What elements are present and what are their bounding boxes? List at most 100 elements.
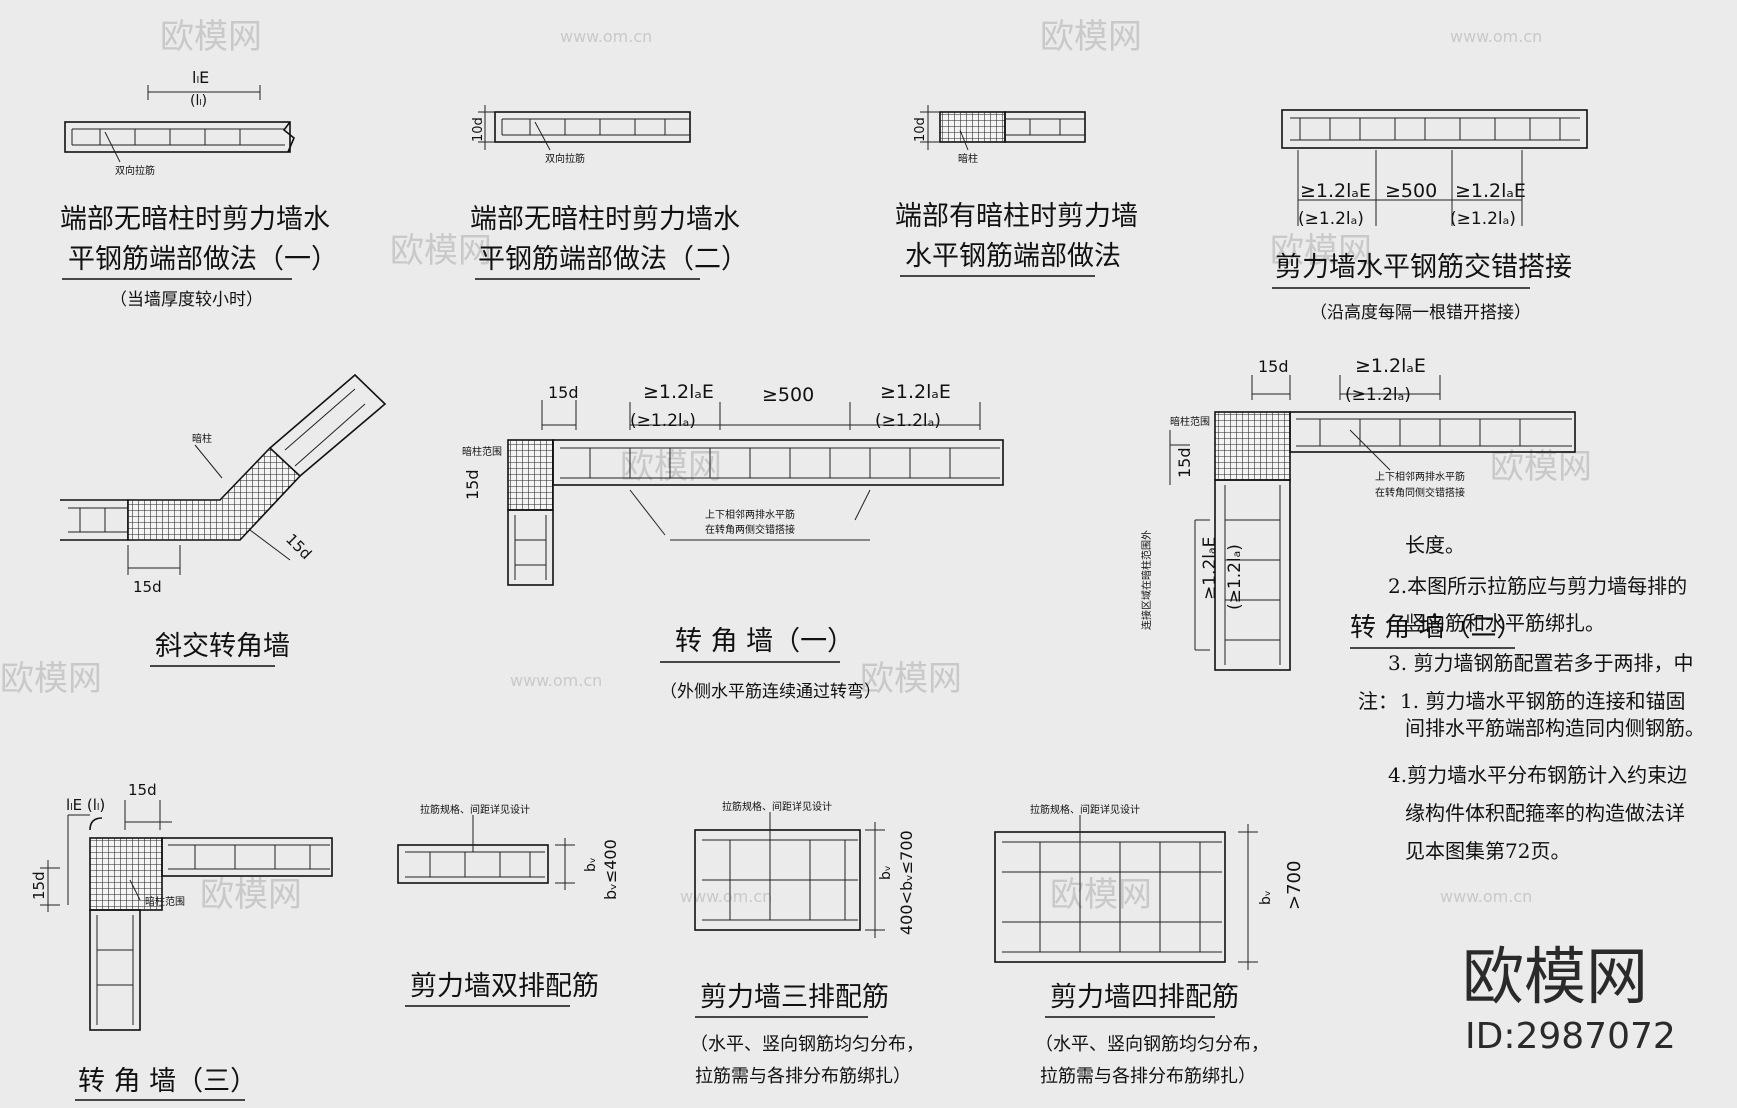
dim-bw: bᵥ — [583, 857, 599, 872]
watermark-brand: 欧模网 — [1270, 231, 1372, 271]
watermark-site: www.om.cn — [1450, 27, 1542, 46]
dim-lle: lₗE (lₗ) — [66, 796, 105, 814]
title: 转 角 墙（三） — [78, 1066, 257, 1097]
diagram-quad-row: 拉筋规格、间距详见设计 bᵥ >700 剪力墙四排配筋 （水平、竖向钢筋均匀分布… — [994, 803, 1305, 1087]
title-line1: 端部无暗柱时剪力墙水 — [60, 204, 330, 235]
dim-range: bᵥ≤400 — [601, 839, 620, 900]
note-line-3: 竖向筋和水平筋绑扎。 — [1405, 611, 1605, 635]
dim-b: ≥500 — [1385, 180, 1437, 202]
note-line-0: 1. 剪力墙水平钢筋的连接和锚固 — [1400, 689, 1685, 713]
diagram-corner-wall-2: 15d ≥1.2lₐE (≥1.2lₐ) 15d ≥1.2lₐE (≥1.2lₐ… — [1140, 355, 1576, 671]
callout-tie: 双向拉筋 — [545, 152, 585, 165]
watermark-site: www.om.cn — [680, 887, 772, 906]
title-line2: 水平钢筋端部做法 — [905, 241, 1121, 272]
diagram-double-row: 拉筋规格、间距详见设计 bᵥ bᵥ≤400 剪力墙双排配筋 — [397, 803, 620, 1007]
note-line-7: 缘构件体积配箍率的构造做法详 — [1405, 801, 1685, 825]
dim-b: ≥500 — [762, 384, 814, 406]
callout-column: 暗柱范围 — [462, 445, 502, 458]
diagram-oblique-corner: 暗柱 15d 15d 斜交转角墙 — [60, 373, 387, 667]
note-line-2: 2.本图所示拉筋应与剪力墙每排的 — [1388, 574, 1687, 598]
title: 斜交转角墙 — [155, 631, 290, 662]
callout-lap-2: 在转角同侧交错搭接 — [1375, 486, 1465, 499]
brand-logo: 欧模网 — [1462, 940, 1648, 1013]
dim-a: ≥1.2lₐE — [643, 381, 714, 403]
watermark-brand: 欧模网 — [860, 659, 962, 699]
callout-column: 暗柱范围 — [145, 895, 185, 908]
callout-lap-2: 在转角两侧交错搭接 — [705, 523, 795, 536]
watermark-layer: 欧模网 www.om.cn 欧模网 www.om.cn 欧模网 欧模网 欧模网 … — [0, 17, 1592, 915]
dim-bw: bᵥ — [1258, 890, 1274, 905]
title-line2: 平钢筋端部做法（一） — [68, 244, 338, 275]
callout-lap-1: 上下相邻两排水平筋 — [705, 508, 795, 521]
dim-v2: (≥1.2lₐ) — [1225, 544, 1245, 610]
diagram-corner-wall-1: 15d 15d ≥1.2lₐE (≥1.2lₐ) ≥500 ≥1.2lₐE (≥… — [462, 381, 1004, 702]
dim-a2: (≥1.2lₐ) — [1345, 385, 1411, 405]
title-note: （沿高度每隔一根错开搭接） — [1310, 303, 1531, 323]
callout-tie: 拉筋规格、间距详见设计 — [420, 803, 530, 816]
dim-10d: 10d — [913, 117, 928, 142]
dim-15d-top: 15d — [1258, 357, 1289, 376]
title-line2: 平钢筋端部做法（二） — [478, 244, 748, 275]
note-2: 拉筋需与各排分布筋绑扎） — [1040, 1066, 1256, 1087]
callout-tie: 拉筋规格、间距详见设计 — [1030, 803, 1140, 816]
brand-stamp: 欧模网 ID:2987072 — [1462, 940, 1676, 1057]
dim-15d-side: 15d — [30, 871, 48, 900]
note-1: （水平、竖向钢筋均匀分布， — [690, 1034, 924, 1055]
notes-prefix: 注： — [1358, 689, 1398, 713]
callout-column: 暗柱范围 — [1170, 415, 1210, 428]
title-line1: 端部无暗柱时剪力墙水 — [470, 204, 740, 235]
title-note: （当墙厚度较小时） — [110, 290, 263, 310]
callout-tie: 拉筋规格、间距详见设计 — [722, 800, 832, 813]
callout-column: 暗柱 — [192, 432, 212, 445]
note-line-8: 见本图集第72页。 — [1405, 839, 1570, 863]
title: 剪力墙水平钢筋交错搭接 — [1275, 252, 1572, 283]
note-2: 拉筋需与各排分布筋绑扎） — [695, 1066, 911, 1087]
watermark-site: www.om.cn — [1440, 887, 1532, 906]
dim-15d-side: 15d — [463, 469, 482, 500]
title-line1: 端部有暗柱时剪力墙 — [895, 201, 1138, 232]
dim-a: ≥1.2lₐE — [1355, 355, 1426, 377]
title: 剪力墙四排配筋 — [1050, 982, 1239, 1013]
note-line-4: 3. 剪力墙钢筋配置若多于两排，中 — [1388, 651, 1693, 675]
watermark-brand: 欧模网 — [200, 875, 302, 915]
watermark-brand: 欧模网 — [1050, 875, 1152, 915]
notes-block: 注： 1. 剪力墙水平钢筋的连接和锚固 长度。 2.本图所示拉筋应与剪力墙每排的… — [1358, 533, 1705, 863]
dim-a2: (≥1.2lₐ) — [1298, 209, 1364, 229]
dim-v1: ≥1.2lₐE — [1200, 537, 1220, 600]
diagram-triple-row: 拉筋规格、间距详见设计 bᵥ 400<bᵥ≤700 剪力墙三排配筋 （水平、竖向… — [690, 800, 924, 1087]
callout-column: 暗柱 — [958, 152, 978, 165]
title: 转 角 墙（二） — [1350, 613, 1523, 643]
watermark-site: www.om.cn — [510, 671, 602, 690]
watermark-brand: 欧模网 — [0, 659, 102, 699]
dim-10d: 10d — [471, 117, 486, 142]
dim-15d-top: 15d — [128, 781, 157, 799]
dim-c: ≥1.2lₐE — [1455, 180, 1526, 202]
watermark-brand: 欧模网 — [1490, 447, 1592, 487]
dim-bw: bᵥ — [878, 865, 894, 880]
title-note: （外侧水平筋连续通过转弯） — [660, 682, 881, 702]
watermark-brand: 欧模网 — [160, 17, 262, 57]
dim-a2: (≥1.2lₐ) — [630, 411, 696, 431]
vertical-note: 连接区域在暗柱范围外 — [1140, 530, 1153, 630]
note-line-6: 4.剪力墙水平分布钢筋计入约束边 — [1388, 763, 1687, 787]
dim-ll: (lₗ) — [190, 93, 207, 109]
dim-lle: lₗE — [192, 68, 209, 87]
title: 剪力墙双排配筋 — [410, 971, 599, 1002]
watermark-brand: 欧模网 — [1040, 17, 1142, 57]
callout-lap-1: 上下相邻两排水平筋 — [1375, 470, 1465, 483]
diagram-staggered-lap: ≥1.2lₐE ≥500 ≥1.2lₐE (≥1.2lₐ) (≥1.2lₐ) 剪… — [1272, 109, 1588, 323]
dim-c: ≥1.2lₐE — [880, 381, 951, 403]
dim-c2: (≥1.2lₐ) — [875, 411, 941, 431]
note-1: （水平、竖向钢筋均匀分布， — [1035, 1034, 1269, 1055]
watermark-site: www.om.cn — [560, 27, 652, 46]
title: 剪力墙三排配筋 — [700, 982, 889, 1013]
diagram-end-with-column: 10d 暗柱 端部有暗柱时剪力墙 水平钢筋端部做法 — [895, 105, 1138, 277]
dim-15d-a: 15d — [133, 578, 162, 596]
dim-c2: (≥1.2lₐ) — [1450, 209, 1516, 229]
note-line-5: 间排水平筋端部构造同内侧钢筋。 — [1405, 716, 1705, 740]
watermark-brand: 欧模网 — [390, 231, 492, 271]
brand-id: ID:2987072 — [1465, 1016, 1676, 1057]
diagram-corner-wall-3: lₗE (lₗ) 15d 15d 暗柱范围 转 角 墙（三） — [30, 781, 333, 1101]
